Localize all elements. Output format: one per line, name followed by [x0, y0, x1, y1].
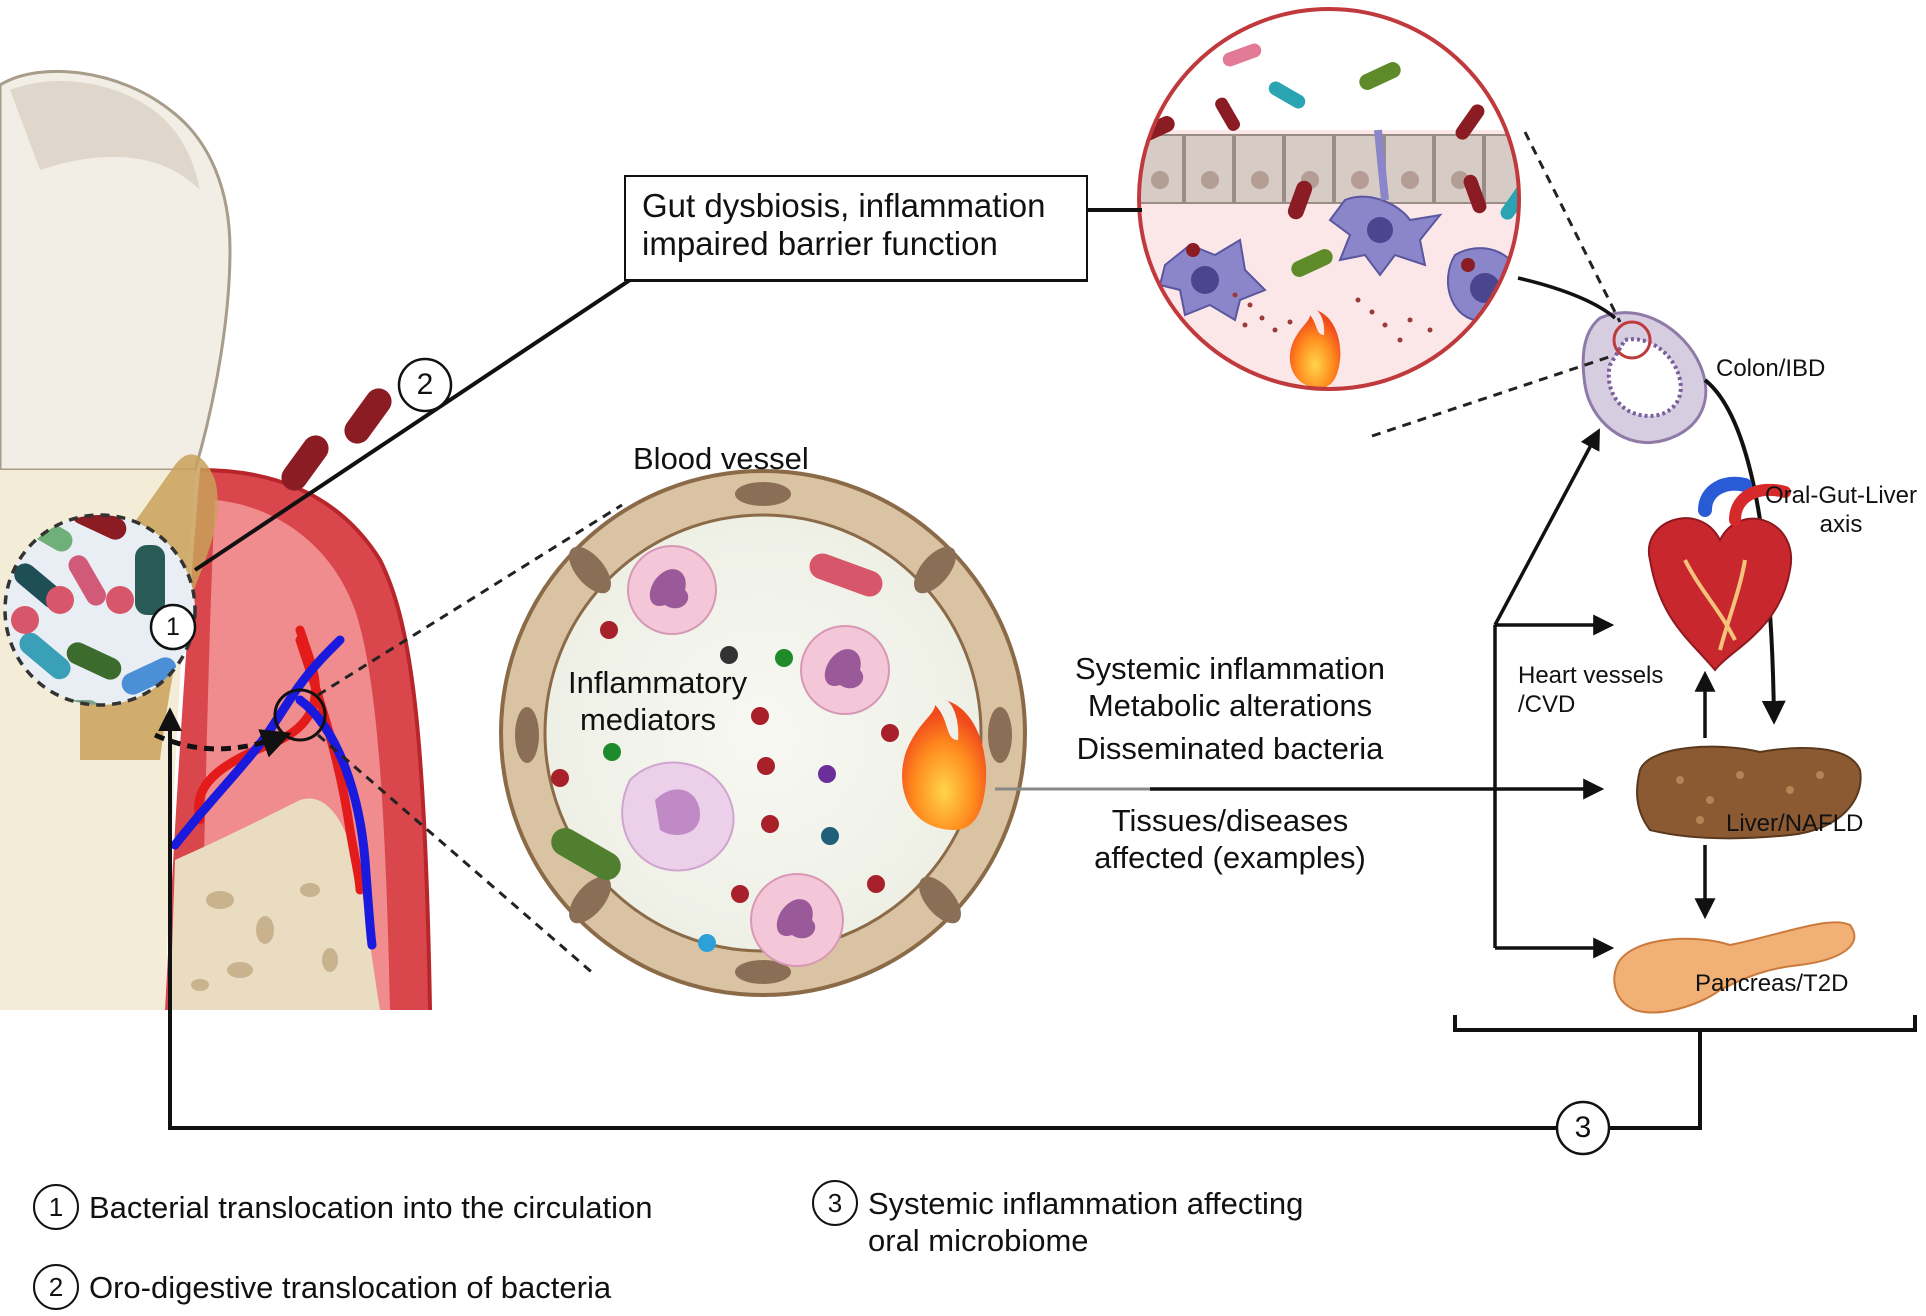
metabolic-alterations-text: Metabolic alterations [1087, 688, 1373, 724]
marker-2-number: 2 [416, 368, 434, 401]
legend-number-1: 1 [33, 1184, 79, 1230]
blood-vessel-label: Blood vessel [633, 441, 809, 476]
gut-liver-axis-arrow [1703, 378, 1786, 725]
blood-vessel-cross-section [499, 469, 1027, 997]
pancreas-icon [1613, 921, 1856, 1014]
to-colon-arrow [1493, 428, 1600, 626]
gut-inset [1137, 7, 1521, 391]
heart-icon [1647, 476, 1793, 672]
heart-line2: /CVD [1518, 690, 1576, 718]
inflammatory-mediators-label: Inflammatory mediators [568, 664, 748, 738]
gum-edge [199, 468, 432, 1011]
axis-line2: axis [1819, 510, 1863, 538]
gut-bacteria [1139, 43, 1519, 277]
mediators-line1: Inflammatory [568, 665, 748, 700]
translocation-site [273, 688, 327, 742]
legend-item-2: 2 Oro-digestive translocation of bacteri… [33, 1264, 611, 1310]
gut-dysbiosis-box: Gut dysbiosis, inflammation impaired bar… [624, 175, 1088, 281]
tissues-line1: Tissues/diseases [1111, 803, 1349, 838]
oral-gut-liver-axis-label: Oral-Gut-Liver axis [1756, 482, 1926, 540]
bone-pores [191, 883, 338, 991]
axis-line1: Oral-Gut-Liver [1764, 482, 1918, 509]
legend-text-3-line1: Systemic inflammation affecting [868, 1186, 1304, 1221]
migrating-bacterium [281, 435, 329, 491]
liver-label: Liver/NAFLD [1726, 810, 1864, 837]
legend-item-3: 3 Systemic inflammation affecting oral m… [812, 1180, 1303, 1259]
legend-text-2: Oro-digestive translocation of bacteria [89, 1270, 612, 1305]
colon-icon [1581, 311, 1708, 445]
endothelial-nuclei [515, 482, 1012, 984]
legend-number-3: 3 [812, 1180, 858, 1226]
heart-label: Heart vessels /CVD [1518, 662, 1663, 720]
zoom-line-gut-lower [1371, 354, 1613, 438]
pancreas-label: Pancreas/T2D [1695, 970, 1849, 997]
legend-text-1: Bacterial translocation into the circula… [89, 1190, 653, 1225]
heart-line1: Heart vessels [1518, 662, 1664, 689]
marker-1-number: 1 [166, 613, 180, 641]
zoom-line-upper [317, 503, 623, 697]
marker-circle-2 [397, 357, 453, 413]
artery-branch [295, 635, 365, 895]
immune-cells [1158, 129, 1519, 322]
gut-flame-icon [1289, 310, 1341, 388]
marker-circle-1 [149, 603, 197, 651]
zoom-line-gut-upper [1523, 131, 1622, 323]
legend-number-2: 2 [33, 1264, 79, 1310]
feedback-loop [158, 707, 1702, 1130]
tissues-affected-text: Tissues/diseases affected (examples) [1060, 802, 1400, 876]
tooth-enamel-top [10, 81, 200, 190]
gut-box-line1: Gut dysbiosis, inflammation [642, 187, 1046, 224]
systemic-effects-text: Systemic inflammation Metabolic alterati… [1040, 650, 1420, 768]
inset-to-colon-line [1517, 276, 1617, 320]
legend-text-3-line2: oral microbiome [868, 1222, 1089, 1258]
zoom-line-lower [317, 733, 596, 977]
organs-bracket [1453, 1015, 1917, 1032]
mediator-dots [551, 621, 899, 952]
marker-3-number: 3 [1574, 1111, 1592, 1144]
tissues-line2: affected (examples) [1094, 840, 1366, 876]
migrating-bacterium-2 [344, 388, 392, 444]
cytokine-dots [1232, 292, 1433, 343]
legend-text-3: Systemic inflammation affecting oral mic… [868, 1180, 1303, 1259]
colon-label: Colon/IBD [1716, 355, 1826, 382]
disseminated-bacteria-text: Disseminated bacteria [1076, 731, 1384, 767]
neutrophils [621, 545, 890, 967]
liver-icon [1636, 745, 1862, 840]
lumen-bacteria [551, 553, 883, 880]
mediators-line2: mediators [579, 702, 717, 738]
vessel-flame-icon [902, 700, 987, 830]
marker-circle-3 [1555, 1100, 1611, 1156]
oral-biofilm-inset [3, 513, 197, 707]
legend-item-1: 1 Bacterial translocation into the circu… [33, 1184, 652, 1230]
gut-box-line2: impaired barrier function [642, 225, 998, 262]
vein-branch [295, 695, 377, 950]
systemic-inflammation-text: Systemic inflammation [1074, 651, 1386, 686]
tooth-crown [0, 69, 232, 472]
